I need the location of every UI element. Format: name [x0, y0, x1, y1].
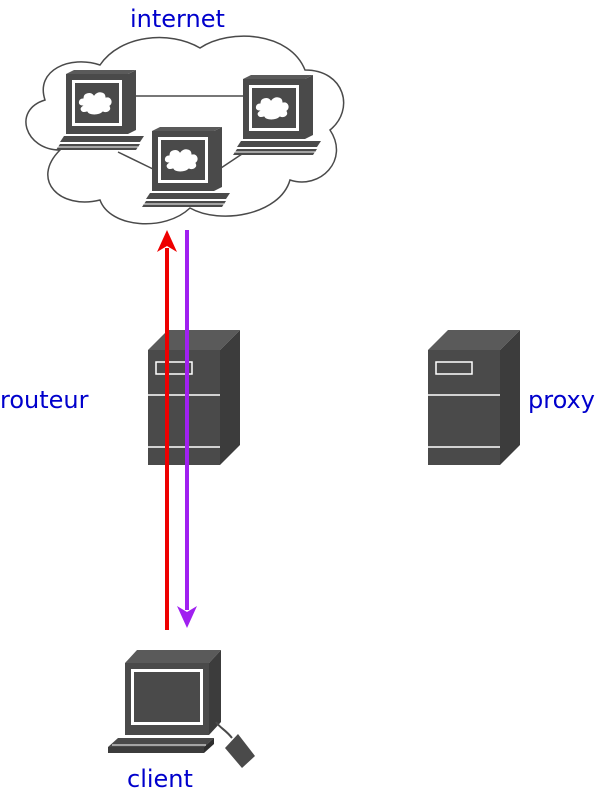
router-label: routeur: [0, 386, 89, 414]
server-icon: [148, 330, 240, 465]
internet-label: internet: [130, 5, 225, 33]
client-label: client: [127, 765, 193, 793]
mouse-icon: [215, 721, 255, 768]
request-arrow-up: [157, 230, 177, 630]
workstation-icon: [232, 74, 322, 156]
workstation-icon: [55, 69, 145, 151]
desktop-computer-icon: [108, 650, 221, 753]
server-icon: [428, 330, 520, 465]
workstation-icon: [141, 126, 231, 208]
proxy-label: proxy: [528, 386, 595, 414]
response-arrow-down: [177, 230, 197, 628]
